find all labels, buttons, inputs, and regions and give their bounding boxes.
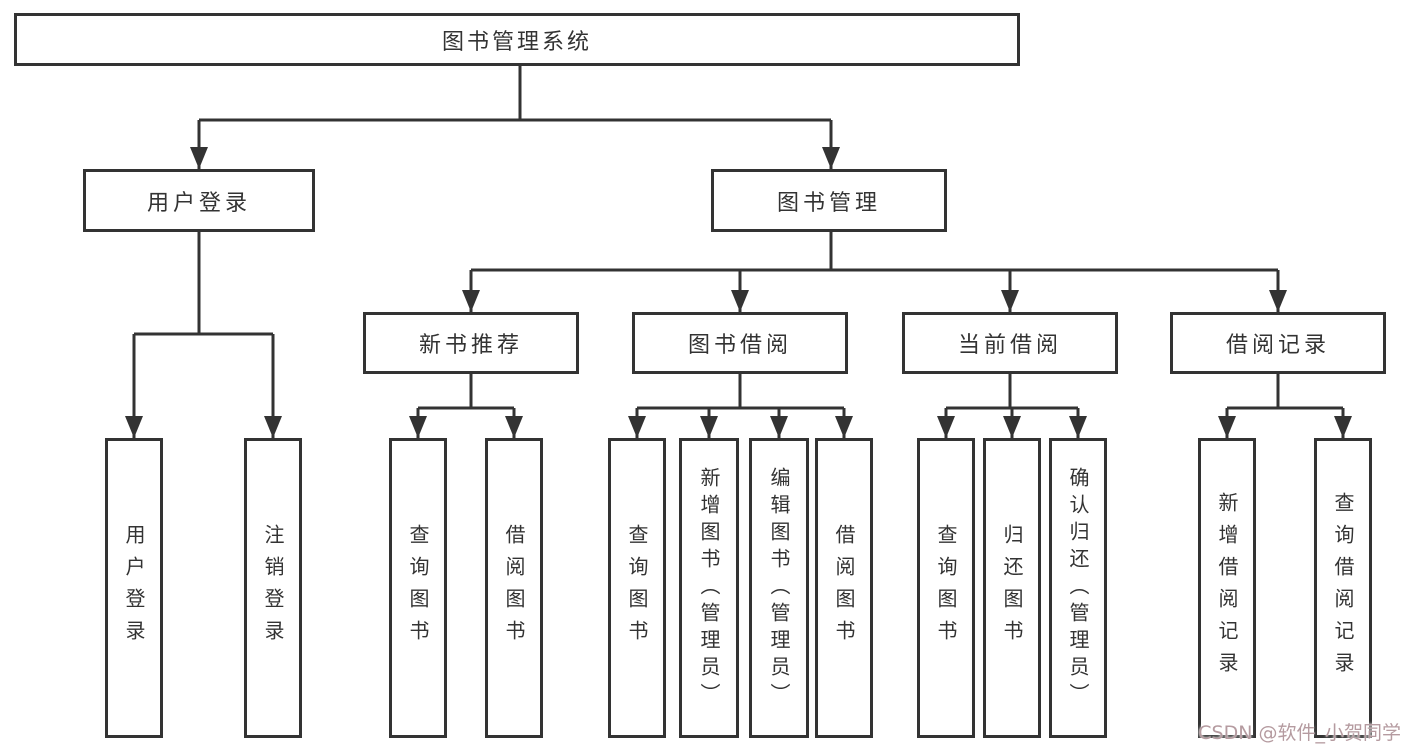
leaf-cb-confirm-return-admin-label: 确认归还（管理员） [1066, 466, 1090, 710]
leaf-br-add-record-label: 新增借阅记录 [1215, 492, 1239, 684]
leaf-nb-borrow-book-label: 借阅图书 [502, 524, 526, 652]
node-root-library-system: 图书管理系统 [14, 13, 1020, 66]
arrowheads [125, 147, 1352, 438]
leaf-logout-label: 注销登录 [261, 524, 285, 652]
leaf-bb-borrow-book: 借阅图书 [815, 438, 873, 738]
leaf-nb-query-book: 查询图书 [389, 438, 447, 738]
leaf-logout: 注销登录 [244, 438, 302, 738]
node-user-login: 用户登录 [83, 169, 315, 232]
leaf-user-login: 用户登录 [105, 438, 163, 738]
node-root-label: 图书管理系统 [441, 29, 592, 55]
node-book-manage: 图书管理 [711, 169, 947, 232]
leaf-br-query-record: 查询借阅记录 [1314, 438, 1372, 738]
node-borrow-record-label: 借阅记录 [1225, 333, 1330, 358]
leaf-cb-return-book: 归还图书 [983, 438, 1041, 738]
node-new-book-recommend-label: 新书推荐 [418, 333, 523, 358]
node-book-borrow-label: 图书借阅 [687, 333, 792, 358]
node-current-borrow-label: 当前借阅 [957, 333, 1062, 358]
leaf-br-add-record: 新增借阅记录 [1198, 438, 1256, 738]
leaf-user-login-label: 用户登录 [122, 524, 146, 652]
node-new-book-recommend: 新书推荐 [363, 312, 579, 374]
csdn-watermark: CSDN @软件_小贺同学 [1198, 722, 1401, 744]
leaf-br-query-record-label: 查询借阅记录 [1331, 492, 1355, 684]
leaf-nb-borrow-book: 借阅图书 [485, 438, 543, 738]
node-book-borrow: 图书借阅 [632, 312, 848, 374]
leaf-bb-add-book-admin: 新增图书（管理员） [679, 438, 739, 738]
leaf-cb-query-book: 查询图书 [917, 438, 975, 738]
leaf-bb-edit-book-admin: 编辑图书（管理员） [749, 438, 809, 738]
leaf-cb-query-book-label: 查询图书 [934, 524, 958, 652]
leaf-bb-query-book: 查询图书 [608, 438, 666, 738]
node-borrow-record: 借阅记录 [1170, 312, 1386, 374]
leaf-bb-query-book-label: 查询图书 [625, 524, 649, 652]
leaf-bb-add-book-admin-label: 新增图书（管理员） [697, 466, 721, 710]
node-user-login-label: 用户登录 [146, 190, 251, 216]
leaf-cb-return-book-label: 归还图书 [1000, 524, 1024, 652]
leaf-nb-query-book-label: 查询图书 [406, 524, 430, 652]
leaf-bb-borrow-book-label: 借阅图书 [832, 524, 856, 652]
leaf-bb-edit-book-admin-label: 编辑图书（管理员） [767, 466, 791, 710]
node-book-manage-label: 图书管理 [776, 190, 881, 216]
leaf-cb-confirm-return-admin: 确认归还（管理员） [1049, 438, 1107, 738]
node-current-borrow: 当前借阅 [902, 312, 1118, 374]
